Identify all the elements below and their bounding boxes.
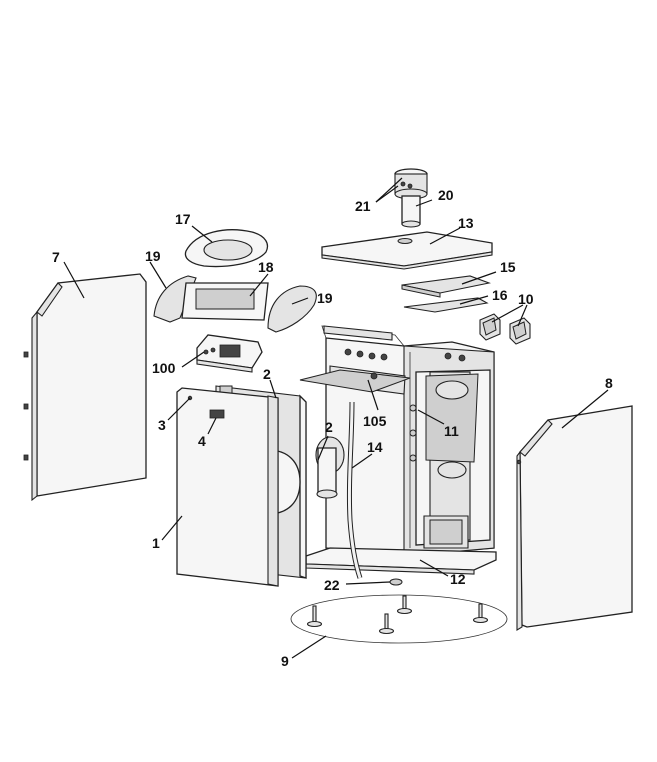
callout-20: 20 [438,187,454,203]
top-cover [321,231,493,270]
callout-100: 100 [152,360,176,376]
flue-adapter [394,168,428,228]
adjustable-feet-group [290,594,508,644]
callout-9: 9 [281,653,289,669]
callout-21: 21 [355,198,371,214]
callout-2-front: 2 [263,366,271,382]
control-panel [196,334,263,373]
callout-14: 14 [367,439,383,455]
callout-22: 22 [324,577,340,593]
base-tray [305,547,497,575]
callout-7: 7 [52,249,60,265]
callout-4: 4 [198,433,206,449]
right-side-panel [516,405,633,631]
callout-19-right: 19 [317,290,333,306]
callout-18: 18 [258,259,274,275]
side-brackets [479,313,531,345]
burner-flange [315,436,345,499]
callout-3: 3 [158,417,166,433]
callout-1: 1 [152,535,160,551]
callout-17: 17 [175,211,191,227]
callout-2-flange: 2 [325,419,333,435]
callout-12: 12 [450,571,466,587]
callout-19-left: 19 [145,248,161,264]
boiler-frame [299,325,495,557]
leader-lines [63,177,609,659]
front-door-panel [176,387,279,587]
callout-105: 105 [363,413,387,429]
insulation-hood [401,275,492,313]
callout-16: 16 [492,287,508,303]
top-lid-assembly [153,229,317,333]
callout-11: 11 [444,423,459,439]
callout-10: 10 [518,291,534,307]
callout-13: 13 [458,215,474,231]
small-fitting [389,578,403,586]
gas-pipe [346,401,363,579]
left-side-panel [23,273,147,502]
callout-labels: 1 2 2 3 4 7 8 9 10 11 12 13 14 15 16 17 … [52,187,613,669]
callout-8: 8 [605,375,613,391]
callout-15: 15 [500,259,516,275]
